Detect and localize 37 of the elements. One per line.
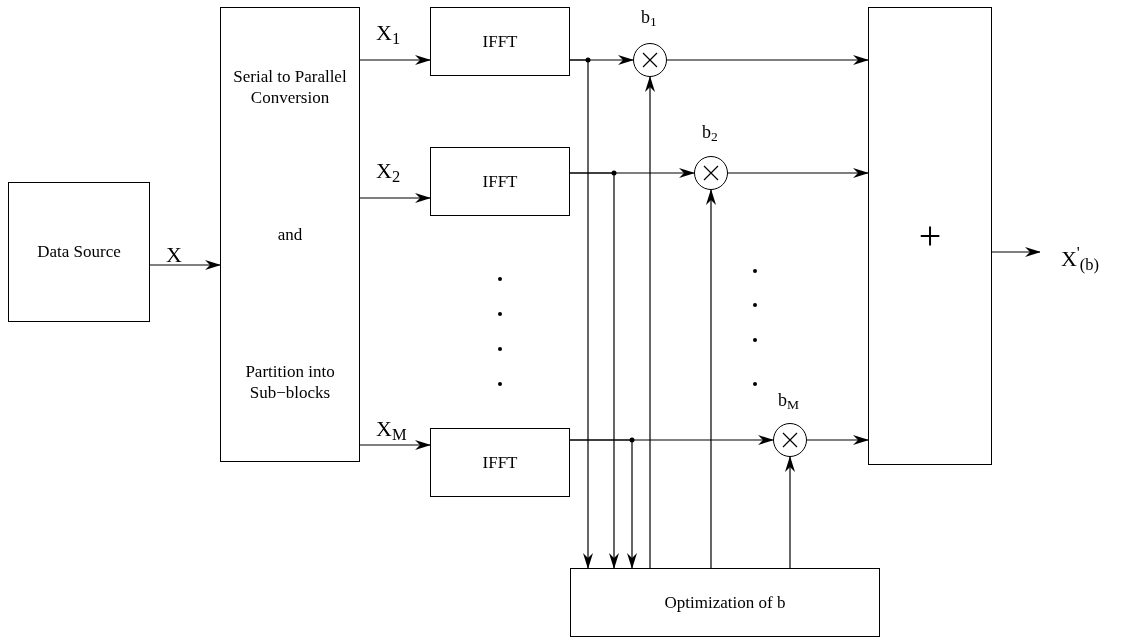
arrow [785,456,795,569]
plus-sign: + [918,216,942,256]
coefficient-label: b$_{2}$ [702,123,718,141]
arrow [645,76,655,569]
converter-box [220,7,360,462]
box-text: Serial to Parallel Conversion [232,65,348,109]
coefficient-label: b$_{1}$ [641,8,657,26]
arrow [666,55,869,65]
arrow [569,172,619,569]
arrow [569,59,593,569]
signal-label: X$_{M}$ [376,418,407,440]
arrow [706,189,716,569]
ifft-box [430,147,570,216]
box-text: IFFT [481,170,519,193]
source-box [8,182,150,322]
signal-label: X [166,244,182,266]
box-text: Partition into Sub−blocks [244,360,336,404]
arrow [727,168,869,178]
signal-label: X$_{2}$ [376,160,401,182]
optimizer-box [570,568,880,637]
arrow [569,439,637,569]
signal-label: X$_{1}$ [376,22,401,44]
arrow [991,247,1041,257]
ifft-box [430,428,570,497]
arrow [806,435,869,445]
box-text: IFFT [481,451,519,474]
arrow [359,440,431,450]
ifft-box [430,7,570,76]
box-text: Data Source [36,241,122,263]
box-text: IFFT [481,30,519,53]
summer-box [868,7,992,465]
box-text: and [276,223,304,246]
box-text: Optimization of b [663,591,787,614]
arrow [359,55,431,65]
arrow [359,193,431,203]
arrow [149,260,221,270]
coefficient-label: b$_{M}$ [778,391,799,409]
